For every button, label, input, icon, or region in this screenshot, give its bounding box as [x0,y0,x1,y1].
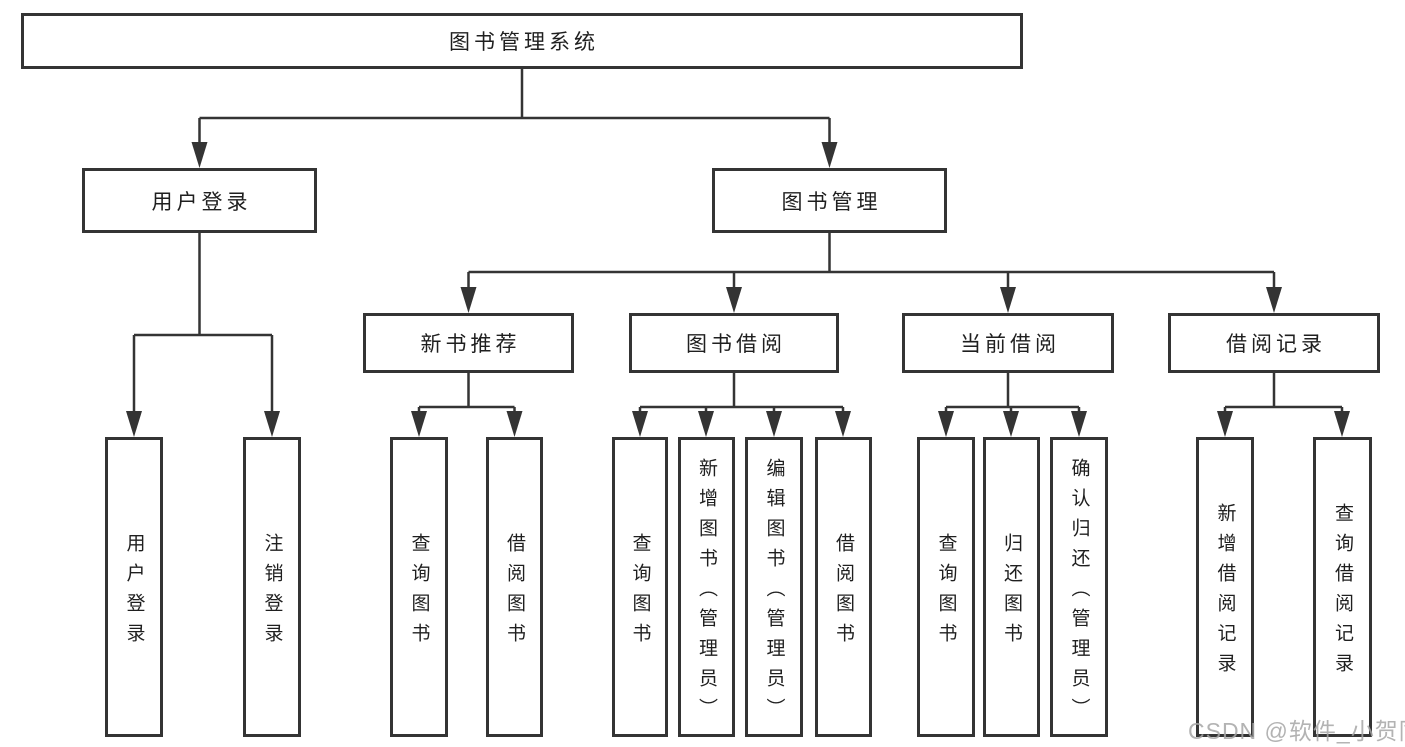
leaf-newrec-borrow-book-label: 借阅图书 [504,532,525,653]
leaf-record-add-record-label: 新增借阅记录 [1214,502,1236,683]
node-book-mgmt-label: 图书管理 [781,190,882,214]
leaf-newrec-borrow-book: 借阅图书 [486,437,543,737]
leaf-logout-label: 注销登录 [261,532,283,653]
leaf-logout: 注销登录 [243,437,301,737]
connector-book-mgmt [467,233,1276,291]
leaf-current-query-book: 查询图书 [917,437,975,737]
leaf-record-query-record: 查询借阅记录 [1313,437,1372,737]
node-book-mgmt: 图书管理 [712,168,947,233]
leaf-borrow-edit-book: 编辑图书（管理员） [745,437,803,737]
leaf-user-login: 用户登录 [105,437,163,737]
connector-current-borrow [944,373,1081,416]
leaf-newrec-query-book-label: 查询图书 [408,532,430,653]
leaf-borrow-borrow-book: 借阅图书 [815,437,872,737]
node-user-login-label: 用户登录 [151,190,252,214]
csdn-watermark: CSDN @软件_小贺同学 [1188,718,1405,744]
node-root-label: 图书管理系统 [449,31,599,54]
connector-book-borrow [638,373,845,416]
connector-user-login [132,233,274,414]
leaf-newrec-query-book: 查询图书 [390,437,448,737]
node-current-borrow: 当前借阅 [902,313,1114,373]
node-user-login: 用户登录 [82,168,317,233]
leaf-current-confirm-return-label: 确认归还（管理员） [1068,457,1090,728]
connector-root [198,69,831,145]
arrowheads [126,142,1350,437]
node-new-book-rec-label: 新书推荐 [420,333,521,356]
leaf-current-query-book-label: 查询图书 [935,532,957,653]
connector-borrow-record [1223,373,1344,416]
node-book-borrow: 图书借阅 [629,313,839,373]
leaf-current-return-book-label: 归还图书 [1001,532,1022,653]
node-new-book-rec: 新书推荐 [363,313,574,373]
node-borrow-record-label: 借阅记录 [1226,333,1326,356]
connector-new-book [417,373,516,416]
node-current-borrow-label: 当前借阅 [960,333,1060,356]
leaf-borrow-add-book-label: 新增图书（管理员） [696,457,717,728]
leaf-current-return-book: 归还图书 [983,437,1040,737]
leaf-borrow-query-book-label: 查询图书 [629,532,651,653]
node-book-borrow-label: 图书借阅 [686,333,786,356]
leaf-borrow-query-book: 查询图书 [612,437,668,737]
leaf-user-login-label: 用户登录 [123,532,145,653]
leaf-borrow-borrow-book-label: 借阅图书 [833,532,854,653]
leaf-borrow-edit-book-label: 编辑图书（管理员） [763,457,785,728]
leaf-borrow-add-book: 新增图书（管理员） [678,437,735,737]
leaf-record-query-record-label: 查询借阅记录 [1332,502,1353,683]
leaf-record-add-record: 新增借阅记录 [1196,437,1254,737]
node-borrow-record: 借阅记录 [1168,313,1380,373]
leaf-current-confirm-return: 确认归还（管理员） [1050,437,1108,737]
node-root: 图书管理系统 [21,13,1023,69]
